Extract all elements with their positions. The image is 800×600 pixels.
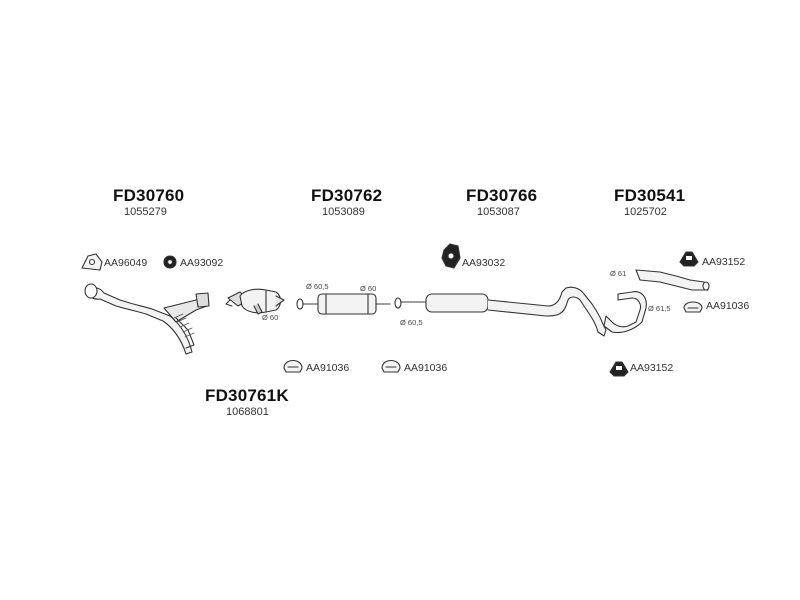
- accessory-aa91036-left: AA91036: [306, 362, 350, 374]
- part-code-fd30541: FD30541: [614, 186, 686, 205]
- catalytic-converter-drawing: [225, 288, 285, 315]
- dimension-mid-inlet: Ø 60,5: [400, 318, 423, 327]
- accessory-aa93152-bottom: AA93152: [630, 362, 674, 374]
- mount-aa93032-drawing: [441, 243, 461, 269]
- part-ref-fd30762: 1053089: [322, 206, 365, 218]
- mount-aa93092-drawing: [163, 255, 177, 269]
- accessory-aa93092: AA93092: [180, 257, 224, 269]
- accessory-aa93152-top: AA93152: [702, 256, 746, 268]
- part-ref-fd30766: 1053087: [477, 206, 520, 218]
- front-downpipe-drawing: [84, 283, 210, 355]
- part-ref-fd30760: 1055279: [124, 206, 167, 218]
- rear-pipe-drawing: [603, 269, 710, 334]
- mount-aa93152-bottom-drawing: [609, 361, 629, 377]
- part-ref-fd30541: 1025702: [624, 206, 667, 218]
- part-code-fd30762: FD30762: [311, 186, 383, 205]
- dimension-rear-outlet: Ø 61,5: [648, 304, 671, 313]
- accessory-aa96049: AA96049: [104, 257, 148, 269]
- accessory-aa91036-right: AA91036: [706, 300, 750, 312]
- part-code-fd30761k: FD30761K: [205, 386, 289, 405]
- clamp-aa91036-right-drawing: [683, 301, 703, 313]
- part-code-fd30766: FD30766: [466, 186, 538, 205]
- flex-section-drawing: [173, 313, 195, 338]
- mount-aa93152-top-drawing: [679, 251, 699, 267]
- accessory-aa93032: AA93032: [462, 257, 506, 269]
- middle-silencer-drawing: [394, 286, 607, 337]
- dimension-front-inlet: Ø 60,5: [306, 282, 329, 291]
- dimension-front-outlet: Ø 60: [360, 284, 377, 293]
- accessory-aa91036-mid: AA91036: [404, 362, 448, 374]
- front-silencer-drawing: [296, 293, 391, 315]
- part-code-fd30760: FD30760: [113, 186, 185, 205]
- dimension-cat-outlet: Ø 60: [262, 313, 279, 322]
- part-ref-fd30761k: 1068801: [226, 406, 269, 418]
- dimension-rear-inlet: Ø 61: [610, 269, 627, 278]
- clamp-aa91036-left-drawing: [283, 359, 303, 373]
- clamp-aa96049-drawing: [81, 253, 103, 271]
- clamp-aa91036-mid-drawing: [381, 359, 401, 373]
